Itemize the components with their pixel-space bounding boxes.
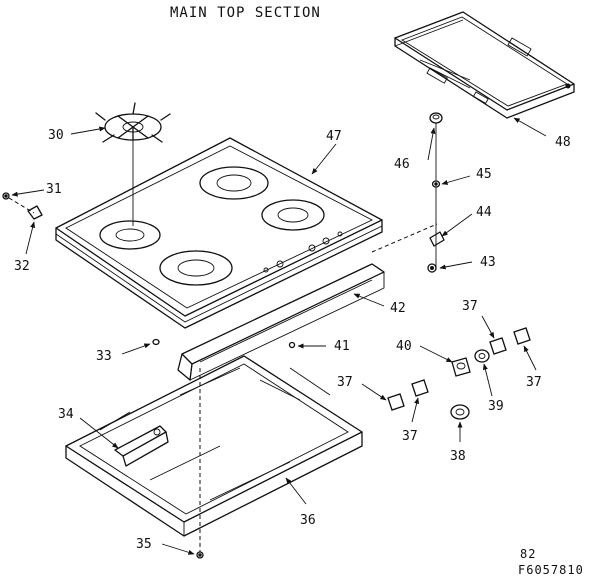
part-37-knob-d (513, 327, 531, 345)
part-40-knob (451, 357, 471, 377)
part-37-knob-a (387, 393, 405, 411)
callout-33: 33 (96, 349, 112, 364)
callout-32: 32 (14, 259, 30, 274)
part-46-knob-top (429, 112, 443, 124)
part-45-washer (431, 180, 441, 188)
part-44-valve-bracket (429, 231, 445, 247)
callout-37-d: 37 (526, 375, 542, 390)
part-41-screw (288, 341, 296, 349)
part-48-cover-lid (394, 11, 575, 119)
callout-43: 43 (480, 255, 496, 270)
page-number: 82 (520, 547, 536, 561)
part-31-screw (2, 192, 10, 200)
part-36-burner-box (65, 355, 363, 537)
part-43-valve-nut (427, 263, 437, 273)
part-47-main-cooktop (55, 137, 383, 329)
part-39-knob (474, 349, 490, 363)
callout-31: 31 (46, 182, 62, 197)
callout-39: 39 (488, 399, 504, 414)
callout-38: 38 (450, 449, 466, 464)
callout-47: 47 (326, 129, 342, 144)
callout-42: 42 (390, 301, 406, 316)
leader-lines (11, 117, 547, 555)
callout-41: 41 (334, 339, 350, 354)
callout-45: 45 (476, 167, 492, 182)
callout-36: 36 (300, 513, 316, 528)
part-38-knob-skirt (450, 404, 470, 420)
callout-37-c: 37 (462, 299, 478, 314)
callout-34: 34 (58, 407, 74, 422)
part-34-bracket (114, 425, 169, 467)
part-42-front-strip (177, 263, 385, 381)
callout-37-a: 37 (337, 375, 353, 390)
callout-48: 48 (555, 135, 571, 150)
leader-screw-to-clip (8, 197, 35, 214)
diagram-title: MAIN TOP SECTION (170, 5, 321, 21)
part-37-knob-b (411, 379, 429, 397)
part-30-burner-grate (95, 102, 171, 143)
callout-46: 46 (394, 157, 410, 172)
callout-35: 35 (136, 537, 152, 552)
part-32-clip (27, 205, 43, 220)
callout-30: 30 (48, 128, 64, 143)
part-35-screw (196, 551, 204, 559)
part-33-screw (152, 338, 160, 346)
drawing-reference: F6057810 (518, 563, 584, 577)
part-37-knob-c (489, 337, 507, 355)
callout-44: 44 (476, 205, 492, 220)
callout-37-b: 37 (402, 429, 418, 444)
leader-strip-to-valve (371, 223, 438, 253)
callout-40: 40 (396, 339, 412, 354)
